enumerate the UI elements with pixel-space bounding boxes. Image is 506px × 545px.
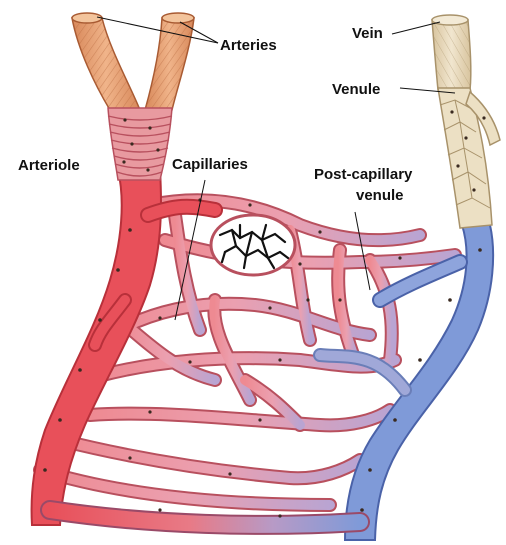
thoroughfare-channel [50, 510, 360, 525]
label-arteries: Arteries [220, 37, 277, 54]
label-capillaries: Capillaries [172, 156, 248, 173]
capillary-mesh [211, 215, 295, 275]
label-post-capillary-line1: Post-capillary [314, 166, 413, 183]
vein [432, 15, 471, 90]
arteries [72, 13, 194, 110]
labels: Arteries Arteriole Capillaries Vein Venu… [18, 25, 413, 204]
label-post-capillary-line2: venule [356, 187, 404, 204]
venous-trunk [320, 225, 493, 540]
arteriole [108, 108, 172, 180]
label-venule: Venule [332, 81, 380, 98]
label-vein: Vein [352, 25, 383, 42]
venule [438, 88, 500, 228]
label-arteriole: Arteriole [18, 157, 80, 174]
